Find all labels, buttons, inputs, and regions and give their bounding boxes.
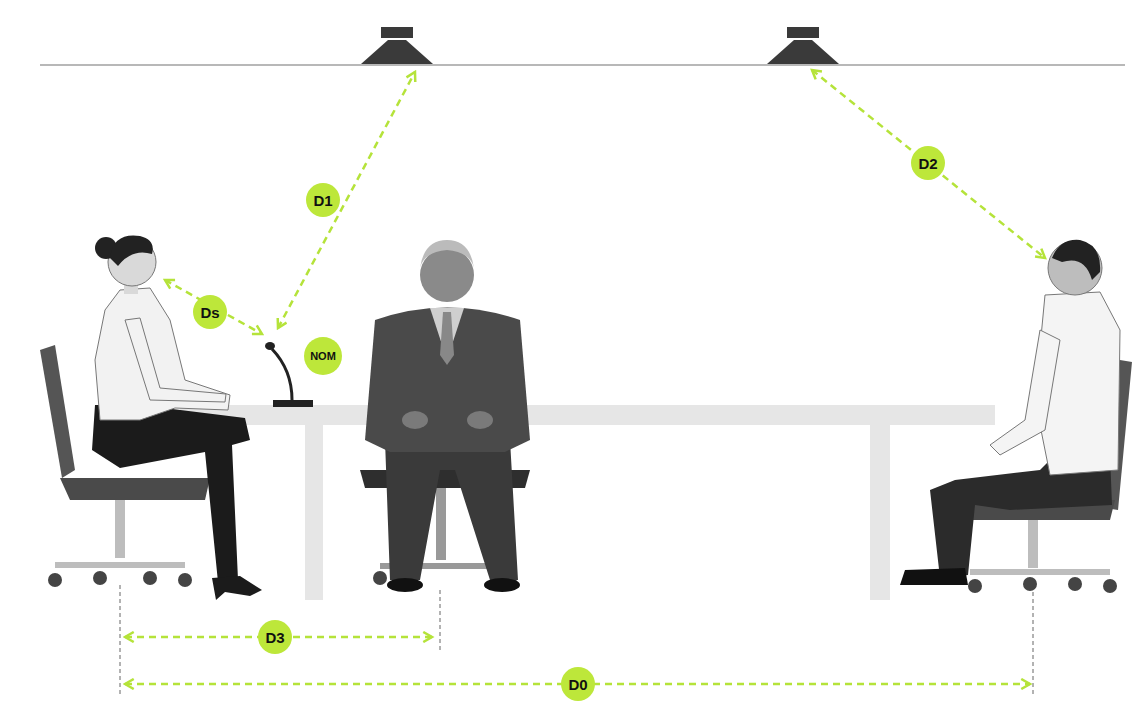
distance-arrow [125,70,1045,684]
table [180,405,995,600]
man-in-suit [387,578,423,592]
man-seated-right [1028,520,1038,568]
dimension-badge: D1 [306,183,340,217]
table [180,405,995,425]
man-seated-right [900,568,968,585]
woman-seated [48,573,62,587]
woman-seated [40,235,262,600]
distance-arrow [812,70,1045,258]
man-in-suit [484,578,520,592]
ceiling [40,64,1125,66]
distance-arrow [278,72,415,328]
man-seated-right [1103,579,1117,593]
dimension-label: D2 [918,156,937,171]
man-seated-right [970,569,1110,575]
dimension-badge: D3 [258,620,292,654]
ceiling-speaker [381,27,413,38]
table [870,425,890,600]
dimension-badge: D2 [911,146,945,180]
microphone [272,349,292,400]
man-seated-right [1023,577,1037,591]
man-seated-right [990,330,1060,455]
ceiling-speaker [767,40,839,64]
microphone [265,342,275,350]
woman-seated [40,345,75,478]
woman-seated [60,478,210,500]
woman-seated [93,571,107,585]
man-in-suit [420,248,474,302]
microphone [273,400,313,407]
woman-seated [115,500,125,558]
dimension-label: D1 [313,193,332,208]
distance-arrow [165,280,262,334]
woman-seated [143,571,157,585]
reference-line [440,590,441,650]
ceiling-speaker [767,27,839,64]
man-in-suit [436,488,446,560]
dimension-label: D0 [568,677,587,692]
woman-seated [125,318,226,402]
ceiling [40,65,1125,66]
dimension-badge: D0 [561,667,595,701]
reference-line [120,585,121,695]
dimension-badge: NOM [304,337,342,375]
reference-line [1033,592,1034,695]
woman-seated [110,235,153,266]
man-in-suit [402,411,428,429]
woman-seated [212,576,262,600]
man-in-suit [440,312,454,365]
woman-seated [55,562,185,568]
reference-line [120,585,1033,695]
woman-seated [178,573,192,587]
dimension-label: Ds [200,305,219,320]
man-in-suit [385,440,518,580]
table [305,425,323,600]
woman-seated [92,405,250,582]
ceiling-speaker [361,27,433,64]
man-seated-right [900,240,1132,593]
man-in-suit [467,411,493,429]
man-in-suit [420,240,474,268]
ceiling-speaker [787,27,819,38]
dimension-label: NOM [310,351,336,362]
man-in-suit [373,571,387,585]
man-seated-right [1068,577,1082,591]
man-in-suit [365,308,530,453]
man-in-suit [360,240,530,592]
dimension-label: D3 [265,630,284,645]
dimension-badge: Ds [193,295,227,329]
ceiling-speaker [361,40,433,64]
woman-seated [95,288,230,420]
man-seated-right [1052,240,1100,280]
man-seated-right [968,579,982,593]
